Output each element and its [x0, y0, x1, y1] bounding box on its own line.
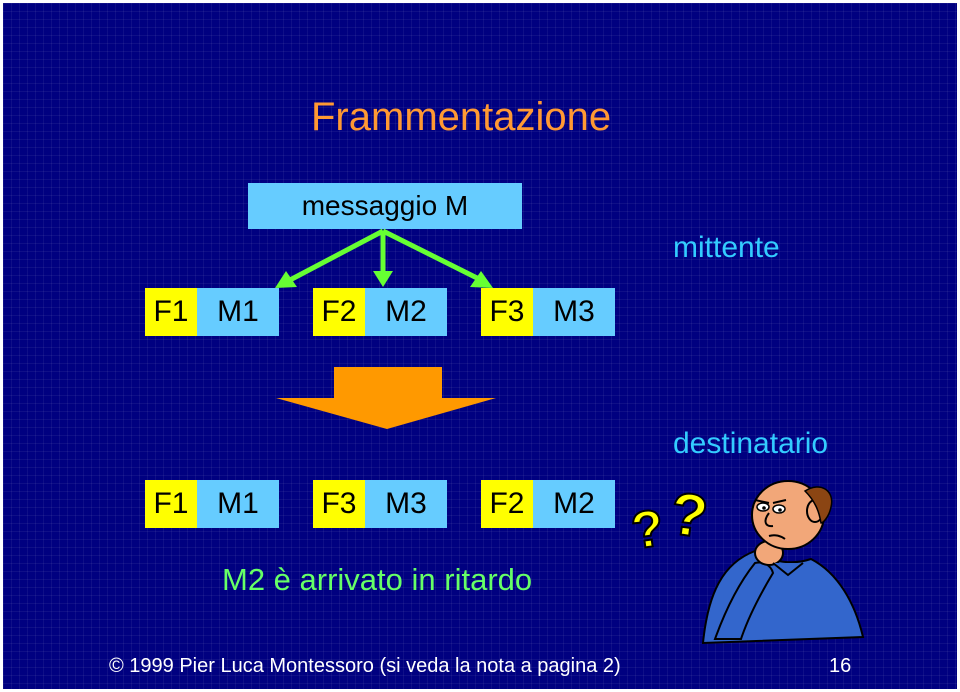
received-fragment-1: F1 M1: [145, 480, 279, 528]
received-fragment-3: F2 M2: [481, 480, 615, 528]
confused-man-icon: [701, 480, 865, 645]
split-arrows-icon: [275, 228, 493, 288]
message-box: messaggio M: [248, 183, 522, 229]
status-text: M2 è arrivato in ritardo: [222, 562, 533, 597]
fragment-header: F3: [481, 288, 533, 336]
fragment-header: F3: [313, 480, 365, 528]
sent-fragment-3: F3 M3: [481, 288, 615, 336]
fragment-payload: M2: [365, 288, 447, 336]
fragment-header: F1: [145, 480, 197, 528]
fragment-payload: M1: [197, 480, 279, 528]
received-fragment-2: F3 M3: [313, 480, 447, 528]
footer-copyright: © 1999 Pier Luca Montessoro (si veda la …: [109, 655, 621, 677]
receiver-label: destinatario: [673, 427, 829, 460]
fragment-header: F1: [145, 288, 197, 336]
fragment-payload: M3: [365, 480, 447, 528]
fragment-header: F2: [313, 288, 365, 336]
sent-fragment-1: F1 M1: [145, 288, 279, 336]
down-arrow-icon: [276, 367, 496, 429]
sent-fragment-2: F2 M2: [313, 288, 447, 336]
slide: Frammentazione messaggio M mittente F1 M…: [3, 3, 957, 689]
fragment-payload: M3: [533, 288, 615, 336]
fragment-header: F2: [481, 480, 533, 528]
slide-title: Frammentazione: [311, 95, 612, 139]
sender-label: mittente: [673, 231, 780, 264]
page-number: 16: [829, 655, 852, 677]
fragment-payload: M1: [197, 288, 279, 336]
question-marks-icon: ? ?: [627, 478, 713, 561]
fragment-payload: M2: [533, 480, 615, 528]
